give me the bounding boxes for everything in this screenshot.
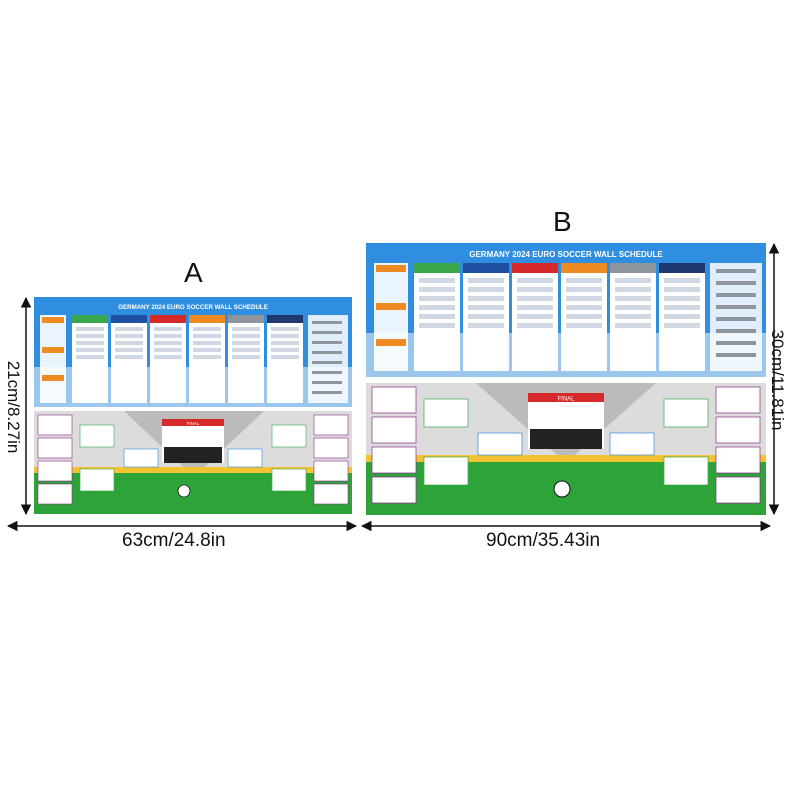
variant-b-width-label: 90cm/35.43in [486, 530, 601, 551]
variant-b-letter: B [553, 206, 572, 237]
variant-a-letter: A [184, 257, 203, 288]
variant-a-height-label: 21cm/8.27in [4, 360, 23, 454]
poster-b-title: GERMANY 2024 EURO SOCCER WALL SCHEDULE [469, 250, 663, 259]
poster-a-title: GERMANY 2024 EURO SOCCER WALL SCHEDULE [118, 304, 268, 311]
poster-a-final: FINAL [187, 421, 200, 426]
variant-b-height-label: 30cm/11.81in [768, 329, 787, 431]
variant-a-width-label: 63cm/24.8in [122, 530, 226, 551]
poster-b: GERMANY 2024 EURO SOCCER WALL SCHEDULE F… [366, 243, 766, 515]
poster-a: GERMANY 2024 EURO SOCCER WALL SCHEDULE F… [34, 297, 352, 514]
poster-b-final: FINAL [557, 397, 575, 403]
